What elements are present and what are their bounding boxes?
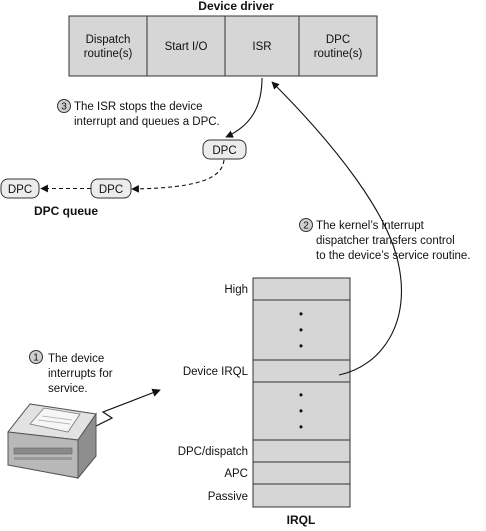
step-2-line2: dispatcher transfers control [316,235,455,247]
dpc-to-queue-arrow [131,159,225,193]
irql-dot-1: • [299,309,303,321]
new-dpc-box [202,139,247,160]
queue-dpc-label-1: DPC [8,184,32,196]
irql-high-cell [252,277,351,301]
irql-lower-range [252,381,351,441]
isr-to-dpc-arrow [225,77,263,138]
irql-passive-label: Passive [208,491,248,503]
step-1-line1: The device [48,353,104,365]
dpc-cell-line1: DPC [326,34,350,46]
start-io-label: Start I/O [165,41,208,53]
irql-passive-cell [252,483,351,508]
irql-dot-2: • [299,325,303,337]
step-3-number: 3 [61,102,67,113]
step-1-badge [29,350,43,364]
dpc-cell-line2: routine(s) [314,48,363,60]
irql-dispatch-cell [252,439,351,463]
isr-label: ISR [252,41,271,53]
step-1-number: 1 [33,353,39,364]
dpc-queue-title: DPC queue [34,204,98,218]
step-2-line1: The kernel’s interrupt [316,220,425,232]
device-driver-table: Dispatch routine(s) Start I/O ISR DPC ro… [68,15,378,77]
dispatch-cell-line2: routine(s) [84,48,133,60]
irql-dot-4: • [299,390,303,402]
irql-apc-cell [252,461,351,485]
isr-cell [224,15,300,77]
dispatch-cell-line1: Dispatch [86,34,131,46]
irql-to-isr-arrow [271,81,402,376]
step-1-line3: service. [48,383,88,395]
irql-dot-3: • [299,341,303,353]
step-2-callout: 2 The kernel’s interrupt dispatcher tran… [299,218,470,262]
irql-device-cell [252,359,351,383]
step-1-callout: 1 The device interrupts for service. [29,350,113,395]
new-dpc-label: DPC [212,145,236,157]
irql-dot-6: • [299,422,303,434]
step-3-line2: interrupt and queues a DPC. [74,116,220,128]
queue-dpc-box-1 [0,178,40,199]
irql-dot-5: • [299,406,303,418]
irql-device-label: Device IRQL [183,366,249,378]
device-driver-title: Device driver [198,0,274,13]
queue-dpc-label-2: DPC [99,184,123,196]
irql-high-label: High [224,284,248,296]
irql-upper-range [252,299,351,361]
interrupt-signal-arrow [91,388,161,429]
step-3-callout: 3 The ISR stops the device interrupt and… [57,99,220,128]
step-2-badge [299,218,313,232]
irql-title: IRQL [287,513,316,527]
step-3-line1: The ISR stops the device [74,101,202,113]
irql-dispatch-label: DPC/dispatch [178,446,248,458]
dispatch-routines-cell [68,15,148,77]
irql-stack: • • • • • • High Device IRQL DPC/dispatc… [178,277,351,527]
step-1-line2: interrupts for [48,368,113,380]
step-2-line3: to the device’s service routine. [316,250,470,262]
dpc-routines-cell [298,15,378,77]
step-3-badge [57,99,71,113]
irql-apc-label: APC [224,468,248,480]
start-io-cell [146,15,226,77]
step-2-number: 2 [303,221,309,232]
printer-icon [7,403,97,480]
